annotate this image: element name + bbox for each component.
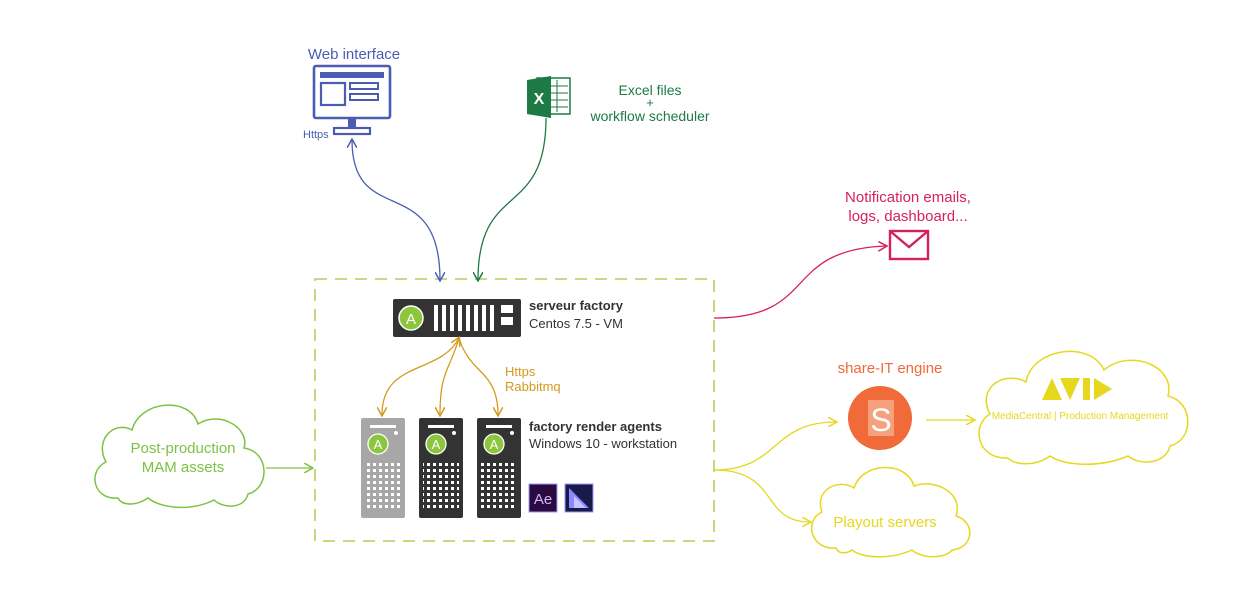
share-it-label: share-IT engine — [838, 360, 943, 377]
factory-link-rabbitmq: Rabbitmq — [505, 379, 561, 394]
avid-label: MediaCentral | Production Management — [992, 411, 1169, 422]
server-factory-subtitle: Centos 7.5 - VM — [529, 316, 623, 331]
factory-link-https: Https — [505, 364, 536, 379]
render-agent-icon-2: A — [419, 418, 463, 518]
excel-label-plus: + — [646, 95, 654, 110]
after-effects-icon: Ae — [528, 483, 558, 513]
server-badge: A — [406, 311, 416, 328]
excel-letter: X — [534, 91, 545, 108]
monitor-icon — [312, 64, 392, 136]
factory-boundary — [314, 278, 715, 542]
notification-label-line1: Notification emails, — [845, 189, 971, 206]
web-link-arrow — [352, 140, 440, 280]
playout-cloud — [811, 466, 971, 558]
avid-logo — [1042, 378, 1112, 400]
excel-link-arrow — [478, 117, 547, 280]
server-factory-title: serveur factory — [529, 298, 624, 313]
avid-cloud — [978, 350, 1189, 465]
agent-badge-3: A — [490, 437, 499, 452]
post-production-cloud — [94, 404, 265, 509]
agents-playout-arrow — [713, 469, 810, 522]
agents-share-arrow — [713, 422, 836, 471]
playout-label: Playout servers — [833, 514, 936, 531]
render-agent-icon-1: A — [361, 418, 405, 518]
factory-agent-link-3 — [458, 337, 498, 415]
render-agents-title: factory render agents — [529, 419, 662, 434]
notification-label-line2: logs, dashboard... — [848, 208, 967, 225]
excel-icon: X — [527, 76, 571, 118]
agent-badge-1: A — [374, 437, 383, 452]
envelope-icon — [888, 229, 930, 261]
post-production-line2: MAM assets — [142, 459, 225, 476]
server-factory-icon: A — [393, 299, 521, 337]
share-it-badge: S — [870, 402, 891, 438]
factory-agent-link-1 — [382, 338, 459, 415]
https-label: Https — [303, 129, 329, 141]
agent-badge-2: A — [432, 437, 441, 452]
media-encoder-icon — [564, 483, 594, 513]
excel-label-line1: Excel files — [618, 82, 681, 98]
render-agent-icon-3: A — [477, 418, 521, 518]
render-agents-subtitle: Windows 10 - workstation — [529, 436, 677, 451]
after-effects-label: Ae — [534, 491, 552, 508]
share-it-icon: S — [848, 386, 912, 450]
web-interface-label: Web interface — [308, 46, 400, 63]
factory-agent-link-2 — [440, 337, 460, 415]
post-production-line1: Post-production — [130, 440, 235, 457]
notification-link-arrow — [713, 246, 886, 319]
excel-label-line2: workflow scheduler — [589, 108, 709, 124]
